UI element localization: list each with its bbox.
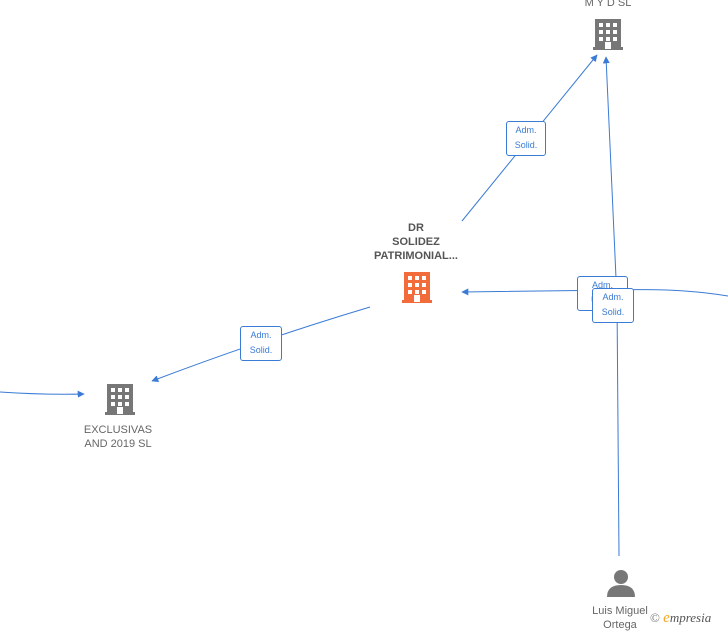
dr-solidez-label-line-2: SOLIDEZ [392,236,440,248]
exclusivas-label-line-1: EXCLUSIVAS [83,424,153,436]
dr-solidez-label-line-3: PATRIMONIAL... [374,250,458,262]
edge-label-luis-to-dr-line-1: Adm. [591,280,613,290]
edge-label-dr-to-myd[interactable]: Adm. Solid. [506,121,546,156]
copyright-icon: © [650,610,660,625]
luis-miguel-label-line-2: Ortega [603,619,637,631]
exclusivas-label[interactable]: EXCLUSIVAS AND 2019 SL [68,423,168,451]
edge-label-luis-to-myd-line-2: Solid. [601,307,625,317]
myd-building-icon[interactable] [593,19,623,50]
edge-label-luis-to-myd[interactable]: Adm. Solid. [592,288,634,323]
luis-miguel-label-line-1: Luis Miguel [592,605,648,617]
myd-label-line-1: M Y D SL [584,0,632,9]
edge-label-dr-to-myd-line-1: Adm. [515,125,537,135]
edge-label-dr-to-exclusivas-line-1: Adm. [250,330,272,340]
luis-miguel-person-icon[interactable] [607,570,635,597]
edge-label-luis-to-myd-line-1: Adm. [602,292,624,302]
dr-solidez-label[interactable]: DR SOLIDEZ PATRIMONIAL... [356,221,476,263]
empresia-logo-initial: e [663,610,670,626]
dr-solidez-building-icon[interactable] [402,272,432,303]
empresia-watermark: © empresia [650,610,711,627]
luis-miguel-label[interactable]: Luis Miguel Ortega [578,604,662,632]
myd-label[interactable]: M Y D SL [560,0,656,10]
empresia-logo-text: mpresia [669,610,712,625]
exclusivas-label-line-2: AND 2019 SL [84,438,152,450]
dr-solidez-label-line-1: DR [408,222,424,234]
edge-label-dr-to-exclusivas-line-2: Solid. [249,345,273,355]
exclusivas-building-icon[interactable] [105,384,135,415]
edge-label-dr-to-myd-line-2: Solid. [514,140,538,150]
edge-incoming-exclusivas[interactable] [0,390,85,398]
edge-label-dr-to-exclusivas[interactable]: Adm. Solid. [240,326,282,361]
